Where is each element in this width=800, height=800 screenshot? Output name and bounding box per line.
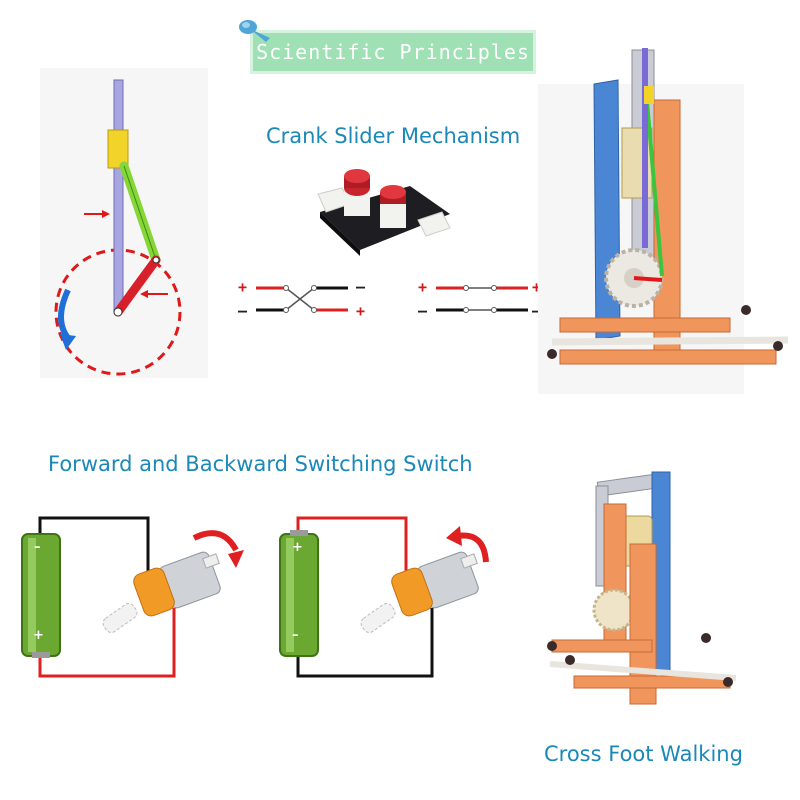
- walker-robot-front-image: [547, 48, 789, 365]
- crank-arm: [113, 255, 161, 317]
- slider-rod: [113, 79, 124, 313]
- rotation-arrow-icon: [446, 526, 462, 546]
- backward-circuit-diagram: [279, 516, 489, 678]
- wire-sign: +: [532, 278, 542, 296]
- straight-wiring-diagram: [436, 285, 528, 313]
- wire-sign: +: [418, 278, 428, 296]
- battery-negative-label: –: [292, 628, 299, 643]
- red-button-icon: [380, 185, 406, 199]
- crank-slider-diagram: [54, 79, 182, 376]
- heading-switch: Forward and Backward Switching Switch: [48, 452, 473, 476]
- wire-sign: +: [356, 302, 366, 320]
- rotation-arrow-icon: [58, 288, 71, 340]
- red-button-icon: [344, 169, 370, 183]
- rotation-arrow-icon: [228, 550, 244, 568]
- banner-title: Scientific Principles: [256, 40, 530, 64]
- battery-positive-label: +: [292, 540, 303, 555]
- wire-sign: –: [418, 302, 428, 320]
- battery-negative-label: –: [34, 540, 41, 555]
- walker-robot-side-image: [547, 471, 737, 705]
- cross-wiring-diagram: [256, 285, 348, 313]
- heading-cross-foot: Cross Foot Walking: [544, 742, 743, 766]
- title-banner: Scientific Principles: [250, 30, 536, 74]
- heading-crank-slider: Crank Slider Mechanism: [266, 124, 521, 148]
- wire-sign: +: [238, 278, 248, 296]
- wire-sign: –: [238, 302, 248, 320]
- battery-positive-label: +: [33, 628, 44, 643]
- forward-circuit-diagram: [21, 516, 244, 678]
- crank-diagram-panel: [40, 68, 208, 378]
- slider-guide: [107, 129, 129, 169]
- pin-icon: [239, 20, 270, 42]
- wire-sign: –: [356, 278, 366, 296]
- rocker-switch-component: [317, 169, 451, 256]
- wire-sign: –: [532, 302, 542, 320]
